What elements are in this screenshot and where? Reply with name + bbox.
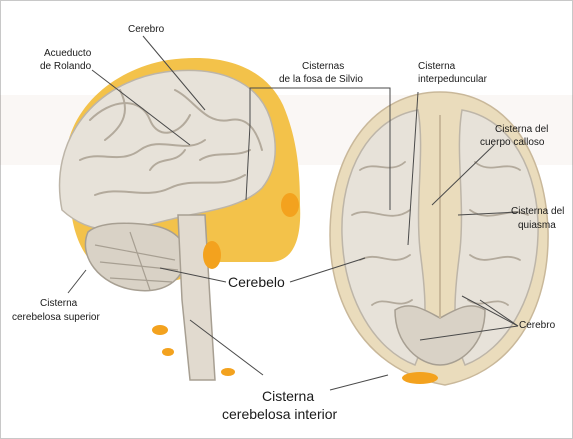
label-interped-line2: interpeduncular — [418, 74, 487, 86]
label-quiasma-line1: Cisterna del — [511, 206, 564, 218]
label-cereb-sup-line1: Cisterna — [40, 298, 77, 310]
label-cerebro-right: Cerebro — [519, 320, 555, 332]
label-acueducto-line1: Acueducto — [44, 48, 91, 60]
label-cisternas-line1: Cisternas — [302, 61, 344, 73]
label-acueducto-line2: de Rolando — [40, 61, 91, 73]
label-calloso-line1: Cisterna del — [495, 124, 548, 136]
label-interped-line1: Cisterna — [418, 61, 455, 73]
label-cerebelo: Cerebelo — [228, 274, 285, 291]
inferior-csf-blob — [402, 372, 438, 384]
label-cereb-sup-line2: cerebelosa superior — [12, 312, 100, 324]
label-cisternas-line2: de la fosa de Silvio — [279, 74, 363, 86]
label-quiasma-line2: quiasma — [518, 220, 556, 232]
label-cerebro-top: Cerebro — [128, 24, 164, 36]
sagittal-cerebellum — [85, 223, 186, 290]
label-cereb-inf-line1: Cisterna — [262, 388, 314, 405]
label-cereb-inf-line2: cerebelosa interior — [222, 406, 337, 423]
sagittal-brain — [60, 58, 301, 380]
label-calloso-line2: cuerpo calloso — [480, 137, 544, 149]
